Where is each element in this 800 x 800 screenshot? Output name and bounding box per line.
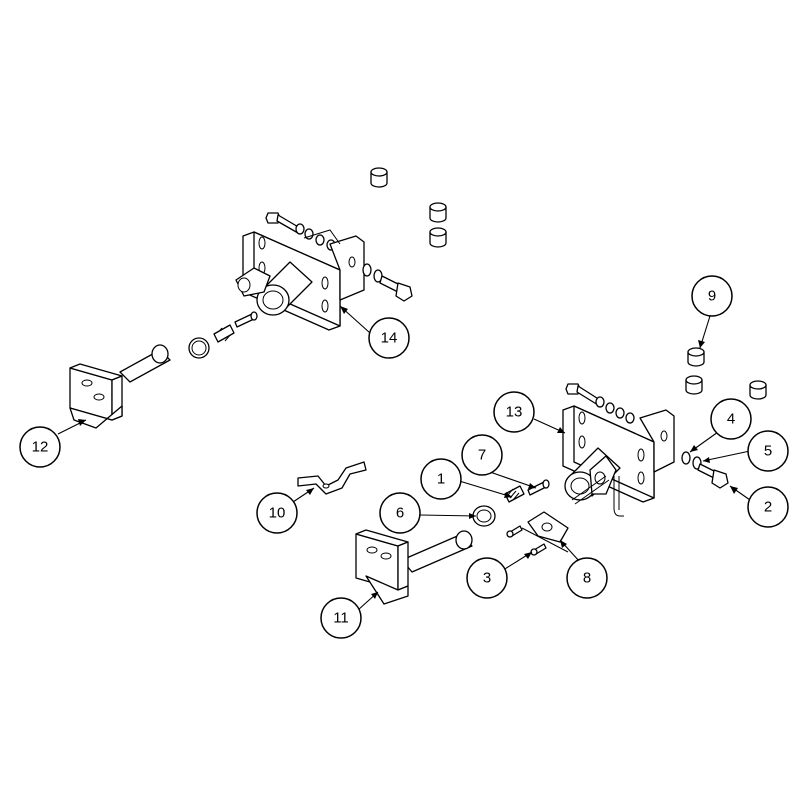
callout-10: 10 [256, 492, 298, 534]
spacer-right-1 [687, 347, 705, 367]
leader-6 [419, 514, 477, 517]
hitch-bar-11 [355, 529, 473, 605]
callout-7: 7 [461, 434, 503, 476]
callout-8: 8 [566, 557, 608, 599]
spacer-top-2 [429, 202, 447, 223]
callout-5: 5 [747, 430, 789, 472]
callout-5-label: 5 [764, 443, 772, 460]
spacer-top-3 [429, 227, 447, 248]
callout-12: 12 [19, 426, 61, 468]
lower-right-assembly [472, 347, 767, 556]
callout-2: 2 [747, 486, 789, 528]
upper-left-assembly [188, 167, 447, 359]
spacer-right-2 [685, 375, 703, 395]
screws-3 [506, 525, 569, 556]
leader-5 [702, 450, 751, 462]
pin-7 [527, 479, 550, 496]
callout-3-label: 3 [483, 570, 491, 587]
callout-14-label: 14 [381, 330, 398, 347]
snap-ring-6 [472, 505, 496, 527]
plate-8 [527, 511, 569, 543]
callout-14: 14 [368, 317, 410, 359]
mounting-bracket-14 [235, 229, 365, 331]
callout-11: 11 [320, 597, 362, 639]
spacer-top-1 [370, 167, 388, 188]
callout-6-label: 6 [396, 505, 404, 522]
bolt-top-right [565, 383, 635, 424]
callout-11-label: 11 [333, 610, 349, 627]
callout-13: 13 [493, 391, 535, 433]
bolt-top-left [265, 212, 336, 251]
hitch-bar-12 [69, 344, 171, 429]
callout-13-label: 13 [506, 404, 523, 421]
callout-2-label: 2 [764, 499, 772, 516]
callout-8-label: 8 [583, 570, 591, 587]
washer-4 [681, 451, 691, 465]
callout-4: 4 [710, 398, 752, 440]
leader-lines [57, 305, 751, 611]
callout-10-label: 10 [269, 505, 286, 522]
callout-7-label: 7 [478, 447, 486, 464]
clip-10 [297, 461, 367, 495]
bolt-2 [697, 463, 729, 489]
callout-12-label: 12 [32, 439, 49, 456]
mounting-bracket-13 [562, 405, 675, 517]
snap-ring-left [188, 337, 210, 359]
callout-3: 3 [466, 557, 508, 599]
bolt-right-left-assembly [362, 263, 413, 302]
callout-4-label: 4 [727, 411, 735, 428]
callout-9: 9 [691, 275, 733, 317]
callout-9-label: 9 [708, 288, 716, 305]
callout-6: 6 [379, 492, 421, 534]
callout-1: 1 [420, 458, 462, 500]
pin-and-spring-left [213, 311, 258, 343]
spacer-right-3 [749, 380, 767, 400]
leader-1 [455, 479, 513, 498]
callout-1-label: 1 [437, 471, 445, 488]
spring-1 [504, 485, 525, 503]
leader-7 [489, 471, 537, 489]
